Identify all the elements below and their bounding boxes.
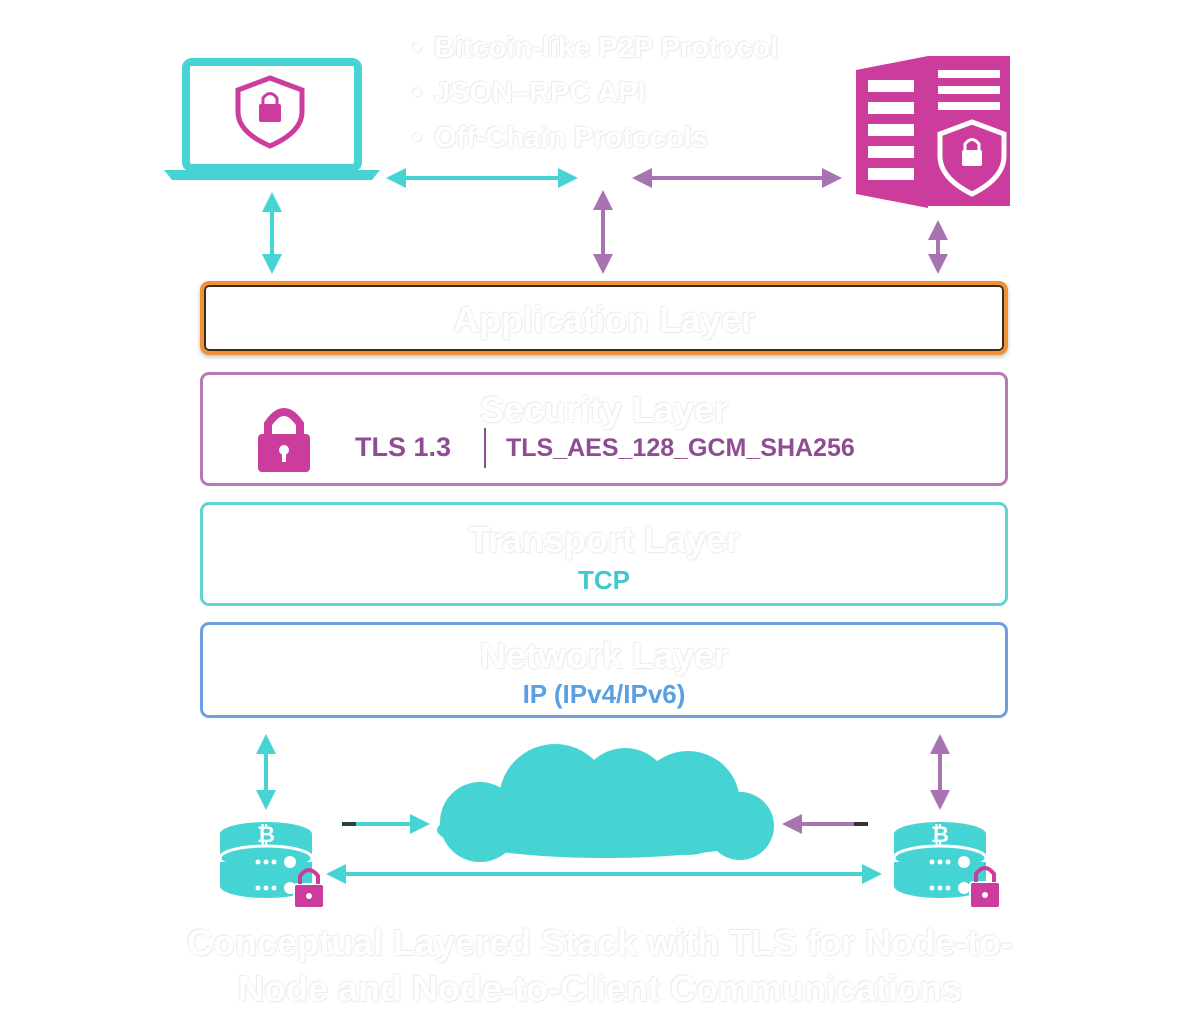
server-shield-lock-icon	[856, 56, 1010, 208]
network-layer: Network Layer IP (IPv4/IPv6)	[200, 622, 1008, 718]
caption-line: Conceptual Layered Stack with TLS for No…	[186, 922, 1014, 963]
laptop-shield-lock-icon	[164, 58, 380, 180]
tls-version: TLS 1.3	[355, 432, 452, 462]
tls-separator	[484, 428, 486, 468]
diagram-caption: Conceptual Layered Stack with TLS for No…	[100, 920, 1100, 1012]
protocol-list: •Bitcoin-like P2P Protocol •JSON–RPC API…	[412, 26, 872, 161]
network-protocol: IP (IPv4/IPv6)	[522, 679, 686, 709]
transport-layer-title: Transport Layer	[467, 519, 741, 560]
protocol-list-item: •JSON–RPC API	[412, 77, 646, 109]
bitcoin-node-database-lock-icon: ₿	[218, 822, 325, 909]
security-layer: Security Layer	[200, 372, 1008, 486]
security-layer-title: Security Layer	[479, 389, 729, 430]
svg-text:₿: ₿	[257, 823, 275, 848]
application-layer: Application Layer	[200, 281, 1008, 355]
bitcoin-node-database-lock-icon: ₿	[892, 822, 1001, 909]
padlock-icon	[258, 408, 310, 472]
svg-text:₿: ₿	[931, 823, 949, 848]
protocol-list-item: •Off-Chain Protocols	[412, 122, 708, 154]
caption-line: Node and Node-to-Client Communications	[238, 968, 962, 1009]
network-layer-title: Network Layer	[479, 635, 729, 676]
application-layer-title: Application Layer	[452, 299, 756, 340]
cloud-icon	[437, 744, 774, 862]
transport-layer: Transport Layer TCP	[200, 502, 1008, 606]
protocol-list-item: •Bitcoin-like P2P Protocol	[412, 32, 779, 64]
transport-protocol: TCP	[578, 565, 630, 595]
cipher-suite: TLS_AES_128_GCM_SHA256	[506, 434, 855, 462]
